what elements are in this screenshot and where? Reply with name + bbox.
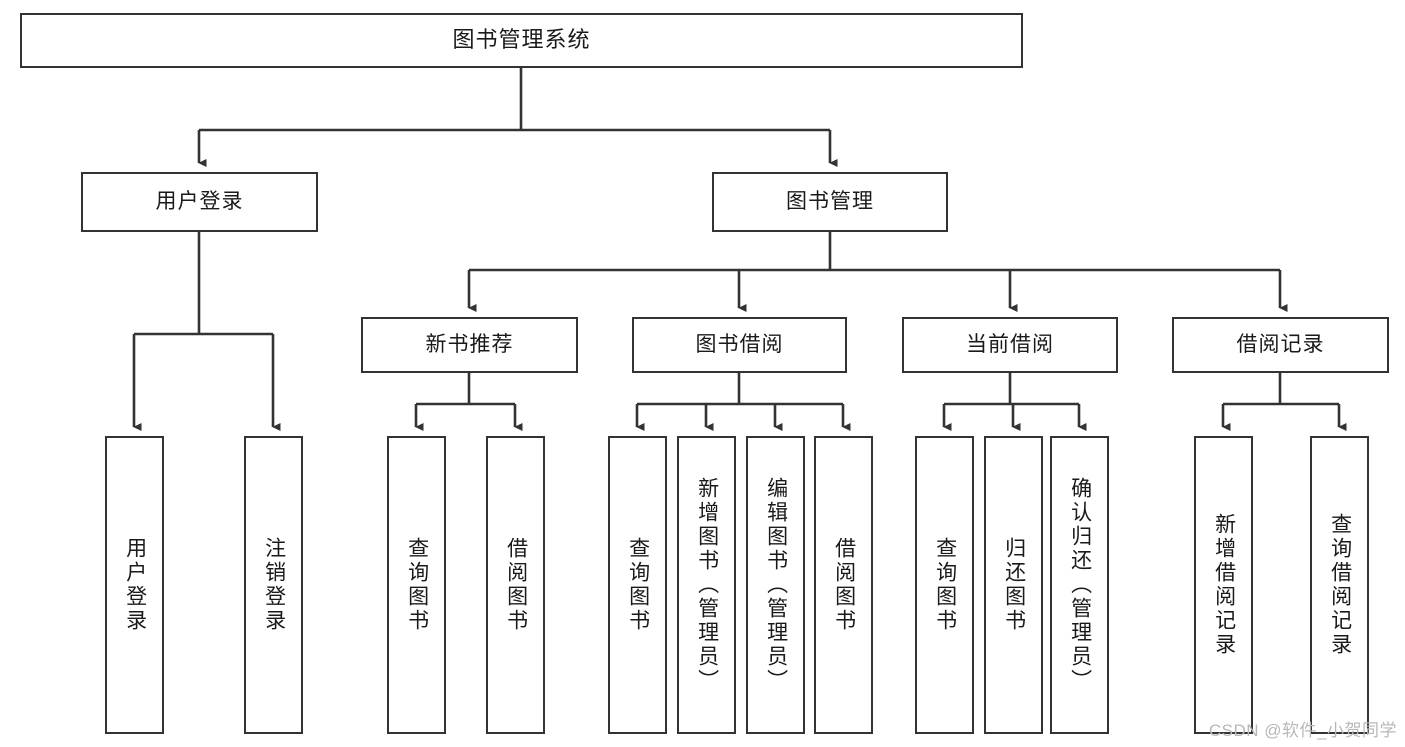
leaf-query-borrow-record[interactable]: 查询借阅记录: [1310, 436, 1369, 734]
node-label: 图书管理系统: [452, 27, 591, 53]
node-label: 查询图书: [626, 537, 650, 633]
leaf-user-login[interactable]: 用户登录: [105, 436, 164, 734]
leaf-borrow-book-recommend[interactable]: 借阅图书: [486, 436, 545, 734]
node-borrow-record[interactable]: 借阅记录: [1172, 317, 1389, 373]
node-book-borrow[interactable]: 图书借阅: [632, 317, 847, 373]
leaf-add-book-admin[interactable]: 新增图书（管理员）: [677, 436, 736, 734]
csdn-watermark: CSDN @软件_小贺同学: [1208, 721, 1397, 740]
leaf-add-borrow-record[interactable]: 新增借阅记录: [1194, 436, 1253, 734]
node-label: 用户登录: [155, 190, 244, 214]
node-label: 图书借阅: [695, 333, 784, 357]
node-label: 新书推荐: [425, 333, 514, 357]
node-user-login[interactable]: 用户登录: [81, 172, 318, 232]
leaf-query-book-recommend[interactable]: 查询图书: [387, 436, 446, 734]
leaf-logout[interactable]: 注销登录: [244, 436, 303, 734]
node-label: 归还图书: [1002, 537, 1026, 633]
node-label: 查询图书: [405, 537, 429, 633]
node-label: 借阅图书: [832, 537, 856, 633]
node-label: 查询图书: [933, 537, 957, 633]
node-label: 编辑图书（管理员）: [764, 477, 788, 693]
node-label: 确认归还（管理员）: [1068, 477, 1092, 693]
node-book-management[interactable]: 图书管理: [712, 172, 948, 232]
node-label: 新增图书（管理员）: [695, 477, 719, 693]
node-new-book-recommend[interactable]: 新书推荐: [361, 317, 578, 373]
leaf-query-book-current[interactable]: 查询图书: [915, 436, 974, 734]
node-label: 当前借阅: [966, 333, 1054, 357]
node-label: 新增借阅记录: [1212, 513, 1236, 657]
node-label: 用户登录: [123, 537, 147, 633]
node-label: 查询借阅记录: [1328, 513, 1352, 657]
leaf-query-book-borrow[interactable]: 查询图书: [608, 436, 667, 734]
node-label: 注销登录: [262, 537, 286, 633]
node-label: 图书管理: [786, 190, 874, 214]
node-root-system[interactable]: 图书管理系统: [20, 13, 1023, 68]
node-label: 借阅图书: [504, 537, 528, 633]
leaf-return-book[interactable]: 归还图书: [984, 436, 1043, 734]
leaf-borrow-book[interactable]: 借阅图书: [814, 436, 873, 734]
leaf-confirm-return-admin[interactable]: 确认归还（管理员）: [1050, 436, 1109, 734]
leaf-edit-book-admin[interactable]: 编辑图书（管理员）: [746, 436, 805, 734]
node-label: 借阅记录: [1236, 333, 1325, 357]
node-current-borrow[interactable]: 当前借阅: [902, 317, 1118, 373]
